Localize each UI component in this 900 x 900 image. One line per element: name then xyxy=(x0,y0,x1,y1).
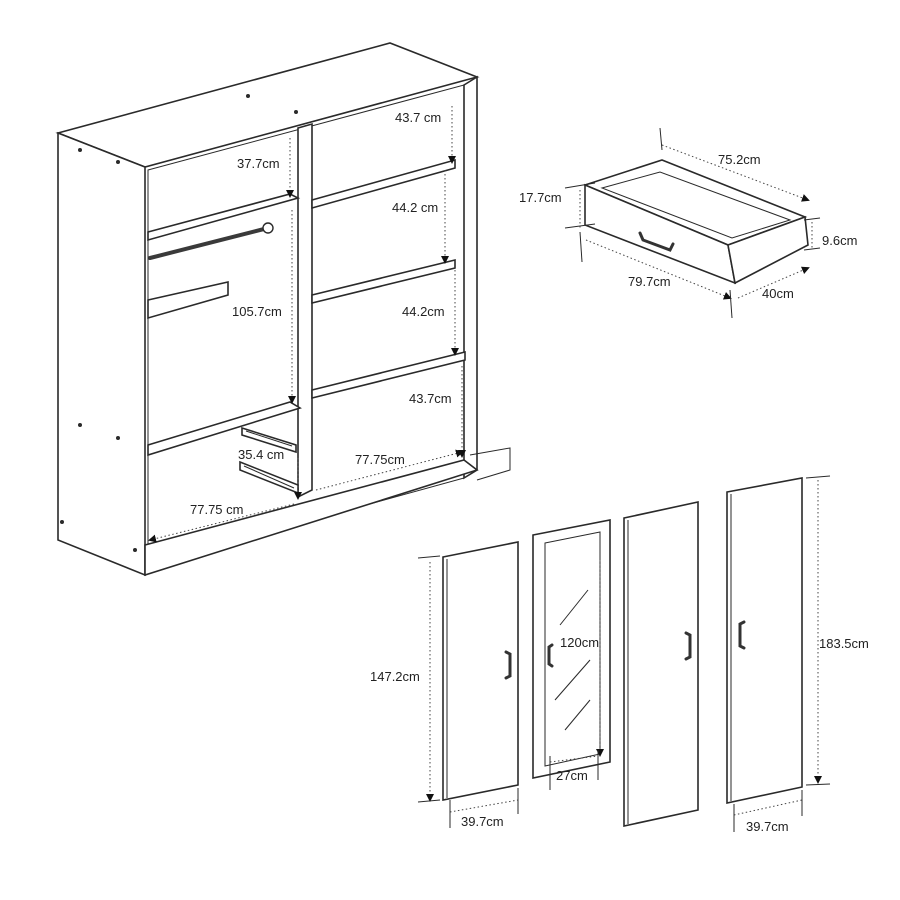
door-2-handle xyxy=(547,643,554,668)
label-top-shelf-height: 43.7 cm xyxy=(395,110,441,125)
door-2-panel xyxy=(532,519,611,779)
rod-bracket xyxy=(262,222,274,234)
label-drawer-width: 79.7cm xyxy=(628,274,671,289)
carcass-top xyxy=(55,42,480,168)
label-hanging-height: 105.7cm xyxy=(232,304,282,319)
label-door4-width: 39.7cm xyxy=(746,819,789,834)
left-shelf-top xyxy=(147,193,301,242)
carcass-bottom xyxy=(144,459,479,577)
drawer-inner xyxy=(600,171,792,239)
label-drawer-front-height: 17.7cm xyxy=(519,190,562,205)
label-right-width: 77.75cm xyxy=(355,452,405,467)
right-shelf-1 xyxy=(311,158,456,210)
door-4-panel xyxy=(726,477,803,804)
door-3-handle xyxy=(684,631,692,661)
left-shelf-small xyxy=(147,281,229,320)
label-bottom-shelf-height: 43.7cm xyxy=(409,391,452,406)
label-drawer-space-height: 35.4 cm xyxy=(238,447,284,462)
door-4-handle xyxy=(738,620,746,650)
drawer-side xyxy=(727,215,809,285)
carcass-left-side xyxy=(57,131,146,577)
drawer: 75.2cm 17.7cm 9.6cm 79.7cm 40cm xyxy=(519,127,857,319)
door-4: 183.5cm xyxy=(726,475,869,832)
assembly-holes xyxy=(60,94,298,552)
door-1-panel xyxy=(442,541,519,801)
label-drawer-depth: 40cm xyxy=(762,286,794,301)
label-shelf2-height: 44.2 cm xyxy=(392,200,438,215)
door-2-mirror: 120cm 27cm xyxy=(532,519,611,790)
floor-line xyxy=(469,447,511,481)
label-drawer-inner-width: 75.2cm xyxy=(718,152,761,167)
right-shelf-3 xyxy=(311,350,466,400)
hanging-rod xyxy=(148,226,270,260)
label-drawer-side-height: 9.6cm xyxy=(822,233,857,248)
label-left-top-height: 37.7cm xyxy=(237,156,280,171)
label-shelf3-height: 44.2cm xyxy=(402,304,445,319)
drawer-rails xyxy=(239,426,299,495)
wardrobe-dimensions: 43.7 cm 37.7cm 44.2 cm 105.7cm 44.2cm 43… xyxy=(148,106,466,543)
center-divider xyxy=(297,122,313,499)
drawer-handle xyxy=(638,231,675,252)
left-shelf-bottom xyxy=(147,401,302,457)
carcass-back xyxy=(147,84,465,566)
right-shelf-2 xyxy=(311,258,456,305)
label-door1-width: 39.7cm xyxy=(461,814,504,829)
door-3-panel xyxy=(623,501,699,827)
label-door1-height: 147.2cm xyxy=(370,669,420,684)
door-3 xyxy=(623,501,699,827)
label-mirror-width: 27cm xyxy=(556,768,588,783)
wardrobe-carcass xyxy=(55,42,511,577)
label-left-width: 77.75 cm xyxy=(190,502,243,517)
carcass-right-side xyxy=(463,75,478,480)
door-1: 147.2cm xyxy=(370,541,519,828)
label-mirror-height: 120cm xyxy=(560,635,599,650)
door-1-handle xyxy=(504,650,512,680)
label-door4-height: 183.5cm xyxy=(819,636,869,651)
